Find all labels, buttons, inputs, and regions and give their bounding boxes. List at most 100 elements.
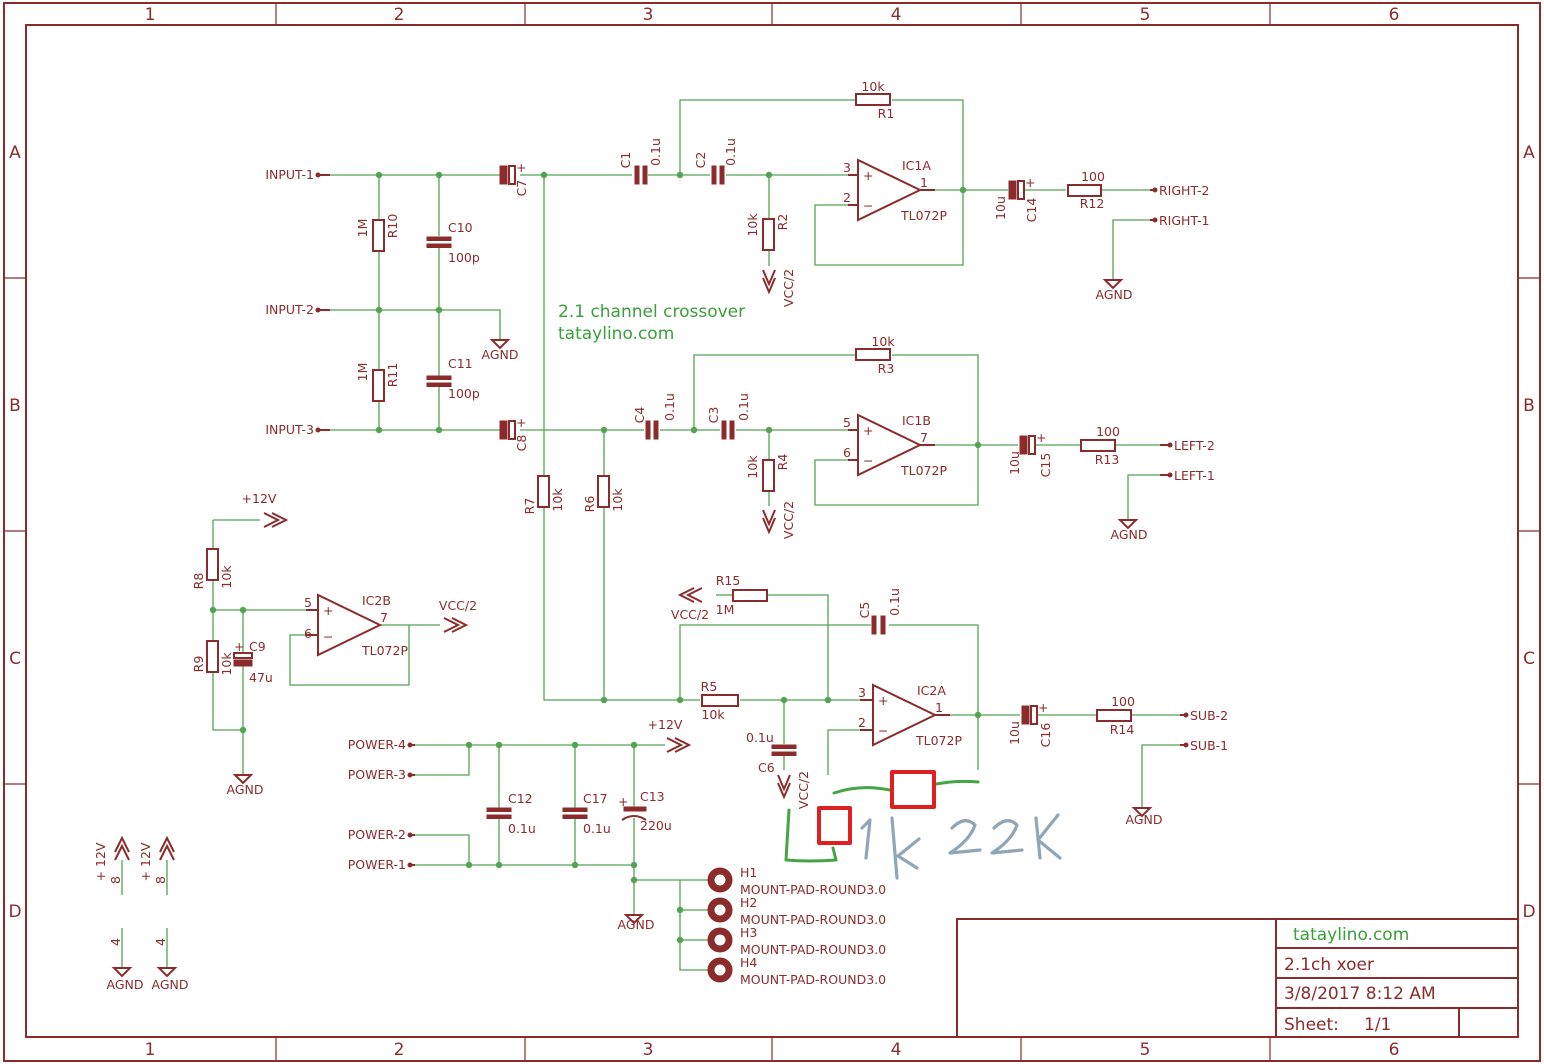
col-label-bottom: 2 <box>394 1040 405 1060</box>
title-site: tataylino.com <box>1293 925 1409 945</box>
c17-name: C17 <box>583 791 608 806</box>
row-label-right: D <box>1522 902 1535 922</box>
ic1a-pin-pos: 3 <box>843 160 851 175</box>
resistor-r6 <box>597 475 610 508</box>
svg-text:+: + <box>516 160 526 175</box>
sheet-value: 1/1 <box>1364 1015 1391 1035</box>
opamp-ic1b: +− <box>848 413 935 477</box>
pad-type: MOUNT-PAD-ROUND3.0 <box>740 972 886 987</box>
c1-name: C1 <box>618 152 633 169</box>
agnd-label: AGND <box>618 917 655 932</box>
c10-value: 100p <box>448 250 480 265</box>
c2-name: C2 <box>693 152 708 169</box>
svg-text:+: + <box>618 794 628 809</box>
ic2a-pin-neg: 2 <box>858 715 866 730</box>
power-pin-8: 8 <box>153 876 168 884</box>
ic2a-type: TL072P <box>915 733 962 748</box>
r4-value: 10k <box>745 455 760 479</box>
left-2-label: LEFT-2 <box>1174 438 1215 453</box>
c16-name: C16 <box>1038 723 1053 748</box>
vcc2-label: VCC/2 <box>781 501 796 539</box>
svg-text:−: − <box>878 723 888 738</box>
agnd-label: AGND <box>1096 287 1133 302</box>
c10-name: C10 <box>448 220 473 235</box>
resistor-r13 <box>1080 439 1116 452</box>
handwritten-markup <box>784 770 1062 880</box>
right-2-label: RIGHT-2 <box>1159 183 1209 198</box>
pad-type: MOUNT-PAD-ROUND3.0 <box>740 942 886 957</box>
resistor-r10 <box>372 219 385 252</box>
c15-value: 10u <box>1007 451 1022 475</box>
svg-text:−: − <box>863 453 873 468</box>
c13-name: C13 <box>640 789 665 804</box>
agnd-label: AGND <box>227 782 264 797</box>
c3-name: C3 <box>706 407 721 424</box>
vcc2-label: VCC/2 <box>781 269 796 307</box>
c2-value: 0.1u <box>723 138 738 166</box>
resistor-r14 <box>1096 709 1132 722</box>
ic1b-pin-pos: 5 <box>843 415 851 430</box>
left-1-label: LEFT-1 <box>1174 468 1215 483</box>
vcc2-label: VCC/2 <box>796 771 811 809</box>
c12-value: 0.1u <box>508 821 536 836</box>
title-text: 2.1ch xoer <box>1284 955 1374 975</box>
r10-value: 1M <box>355 219 370 238</box>
resistors: 10k R1 10k R3 100 R12 100 R13 100 R14 R5… <box>191 79 1135 737</box>
c3-value: 0.1u <box>736 393 751 421</box>
svg-text:+: + <box>1025 175 1035 190</box>
svg-text:−: − <box>323 629 333 644</box>
c13-value: 220u <box>640 818 672 833</box>
connectors: INPUT-1 INPUT-2 INPUT-3 RIGHT-2 RIGHT-1 … <box>265 167 1228 872</box>
power-pin-4: 4 <box>153 938 168 946</box>
c5-name: C5 <box>857 602 872 619</box>
r3-value: 10k <box>871 334 895 349</box>
r7-name: R7 <box>522 498 537 515</box>
ic2b-pin-out: 7 <box>380 610 388 625</box>
supply-symbols: AGND AGND AGND AGND AGND AGND AGND AGND … <box>93 269 1163 992</box>
col-label-bottom: 5 <box>1140 1040 1151 1060</box>
c14-value: 10u <box>993 196 1008 220</box>
col-label-top: 4 <box>891 5 902 25</box>
agnd-label: AGND <box>1126 812 1163 827</box>
r15-value: 1M <box>716 602 735 617</box>
note: 2.1 channel crossover tataylino.com <box>558 302 745 344</box>
p12v-label: +12V <box>242 491 277 506</box>
c8-name: C8 <box>514 435 529 452</box>
c5-value: 0.1u <box>887 588 902 616</box>
title-date: 3/8/2017 8:12 AM <box>1284 984 1436 1004</box>
opamps: +− 3 2 1 IC1A TL072P +− 5 6 7 IC1B TL072… <box>304 158 962 748</box>
row-label-left: D <box>8 902 21 922</box>
r12-value: 100 <box>1081 169 1105 184</box>
c6-value: 0.1u <box>746 730 774 745</box>
input-1-label: INPUT-1 <box>265 167 314 182</box>
c11-name: C11 <box>448 356 473 371</box>
c9-value: 47u <box>249 670 273 685</box>
r1-value: 10k <box>861 79 885 94</box>
r1-name: R1 <box>878 106 895 121</box>
resistor-r1 <box>855 93 891 106</box>
cap-c14: + <box>1008 175 1035 200</box>
note-site: tataylino.com <box>558 324 674 344</box>
svg-text:+: + <box>234 639 244 654</box>
drawing-frame: 1 2 3 4 5 6 1 2 3 4 5 6 A B C D A B C D <box>3 2 1541 1062</box>
r6-value: 10k <box>610 488 625 512</box>
ic1b-pin-neg: 6 <box>843 445 851 460</box>
r9-value: 10k <box>219 652 234 676</box>
ic1b-name: IC1B <box>902 413 931 428</box>
c12-name: C12 <box>508 791 533 806</box>
c16-value: 10u <box>1007 721 1022 745</box>
sub-1-label: SUB-1 <box>1190 738 1228 753</box>
c11-value: 100p <box>448 386 480 401</box>
mount-pads: H1 MOUNT-PAD-ROUND3.0 H2 MOUNT-PAD-ROUND… <box>707 865 886 987</box>
resistor-r3 <box>855 348 891 361</box>
pad-type: MOUNT-PAD-ROUND3.0 <box>740 912 886 927</box>
ic2b-pin-pos: 5 <box>304 595 312 610</box>
p12v-label: + 12V <box>138 842 153 881</box>
agnd-label: AGND <box>1111 527 1148 542</box>
ic2a-pin-pos: 3 <box>858 685 866 700</box>
cap-c16: + <box>1021 700 1048 725</box>
h4-name: H4 <box>740 955 757 970</box>
p12v-label: + 12V <box>93 842 108 881</box>
c15-name: C15 <box>1038 453 1053 478</box>
